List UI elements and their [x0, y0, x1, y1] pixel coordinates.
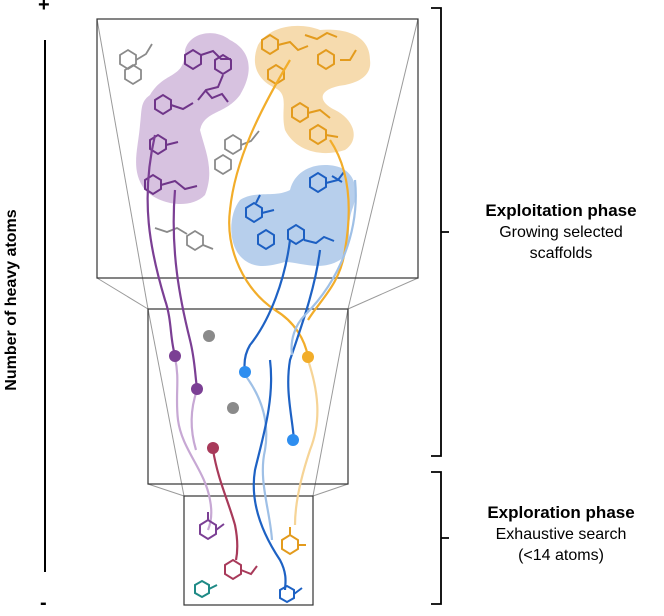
maroon-path: [211, 449, 239, 561]
exploitation-line2: scaffolds: [529, 245, 593, 262]
exploration-title: Exploration phase: [487, 503, 635, 522]
purple-molecules: [144, 48, 232, 196]
node-grey-2: [227, 402, 239, 414]
blue-cluster: [231, 165, 356, 266]
exploitation-title: Exploitation phase: [485, 201, 637, 220]
exploitation-line1: Growing selected: [499, 224, 623, 241]
exploration-line1: Exhaustive search: [495, 526, 627, 543]
exploitation-bracket: [431, 7, 449, 457]
node-grey-1: [203, 330, 215, 342]
axis-label: Number of heavy atoms: [3, 209, 20, 391]
exploration-box: [183, 495, 314, 606]
grey-molecules: [119, 43, 260, 252]
orange-cluster: [254, 25, 371, 154]
exploration-phase-label: Exploration phase Exhaustive search (<14…: [458, 502, 664, 566]
orange-molecules: [261, 31, 357, 146]
node-blue-2: [287, 434, 299, 446]
node-orange: [302, 351, 314, 363]
exploration-bracket: [431, 471, 449, 605]
purple-cluster: [136, 33, 249, 205]
blue-molecules: [245, 171, 345, 251]
exploitation-box: [96, 18, 419, 279]
exploitation-phase-label: Exploitation phase Growing selected scaf…: [458, 200, 664, 264]
fragment-molecules: [194, 512, 306, 604]
node-maroon: [207, 442, 219, 454]
nodes: [169, 330, 314, 454]
exploration-line2: (<14 atoms): [518, 547, 604, 564]
middle-box: [147, 308, 349, 485]
axis-bottom-sign: -: [40, 592, 47, 614]
blue-paths: [243, 179, 357, 591]
purple-paths: [146, 134, 213, 531]
node-blue-1: [239, 366, 251, 378]
node-purple-1: [169, 350, 181, 362]
funnel-outline: [96, 18, 419, 497]
node-purple-2: [191, 383, 203, 395]
axis-top-sign: +: [38, 0, 50, 16]
